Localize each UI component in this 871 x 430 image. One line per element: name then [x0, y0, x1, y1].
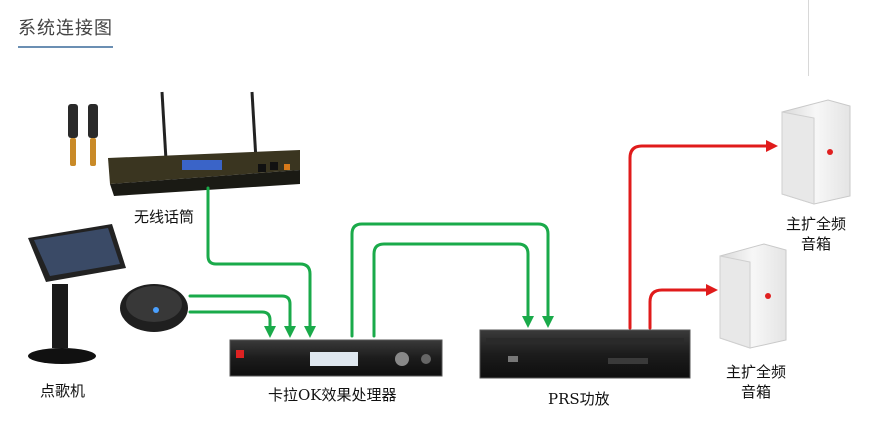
speaker-bottom-label: 主扩全频音箱 [726, 363, 787, 401]
wireless-receiver-icon [108, 91, 300, 196]
processor-to-amp-line-1 [350, 222, 554, 338]
song-selector-icon [28, 224, 126, 364]
speaker-top-icon [781, 99, 851, 205]
ap-to-processor-line-1 [188, 294, 296, 338]
ap-to-processor-line-2 [188, 310, 276, 338]
mic-to-processor-line [206, 186, 316, 338]
wireless-mic-label: 无线话筒 [134, 208, 195, 226]
karaoke-processor-icon [229, 339, 443, 377]
amp-to-speaker-top-line [628, 140, 778, 330]
song-selector-label: 点歌机 [40, 382, 86, 400]
processor-to-amp-line-2 [372, 242, 534, 338]
amp-to-speaker-bottom-line [648, 284, 718, 330]
divider-line [808, 0, 809, 76]
wireless-ap-icon [120, 284, 188, 332]
speaker-bottom-icon [719, 243, 787, 349]
karaoke-processor-label: 卡拉OK效果处理器 [268, 386, 397, 404]
speaker-top-label: 主扩全频音箱 [786, 215, 847, 253]
amplifier-icon [479, 329, 691, 379]
amplifier-label: PRS功放 [548, 390, 610, 408]
microphone-icon [68, 104, 98, 166]
page-title: 系统连接图 [18, 14, 113, 48]
